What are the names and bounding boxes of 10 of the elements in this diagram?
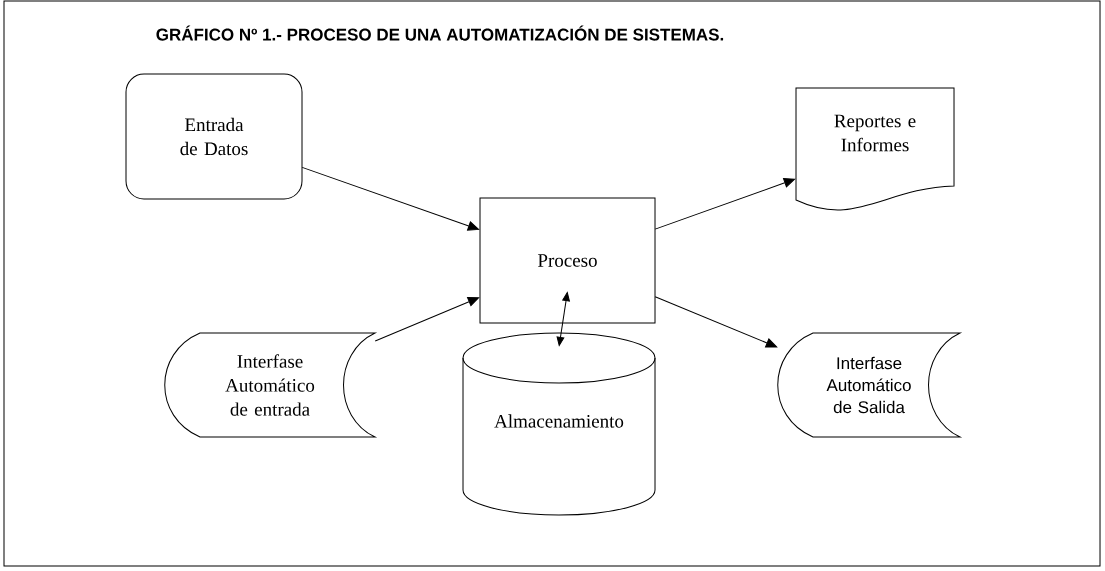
title: GRÁFICO Nº 1.- PROCESO DE UNA AUTOMATIZACIÓN DE SISTEMAS. bbox=[156, 25, 724, 41]
storage-cylinder: Almacenamiento bbox=[462, 332, 656, 516]
arrow bbox=[654, 178, 796, 230]
input-box: Entrada de Datos bbox=[125, 73, 303, 200]
arrow bbox=[654, 296, 778, 348]
process-box: Proceso bbox=[479, 197, 656, 324]
arrow bbox=[374, 297, 480, 342]
arrow bbox=[556, 292, 570, 346]
arrow bbox=[301, 166, 480, 231]
node-label: Almacenamiento bbox=[494, 414, 624, 428]
